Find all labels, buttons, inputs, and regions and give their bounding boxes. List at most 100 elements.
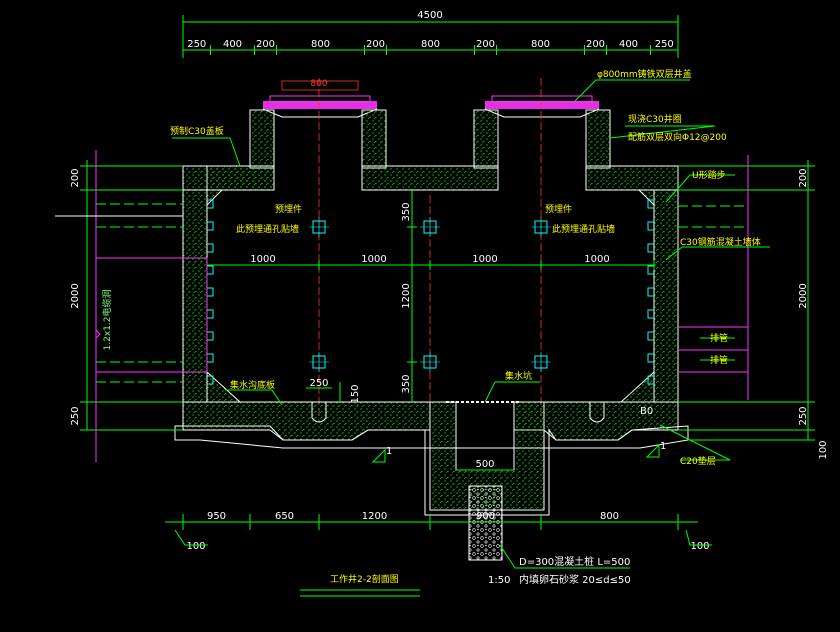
center-dim-top: 350 [401, 202, 412, 221]
top-segment-labels: 250 400 200 800 200 800 200 800 200 400 250 [187, 39, 674, 50]
right-dim-250: 250 [798, 406, 809, 425]
step-rung [647, 265, 654, 275]
tray2-label: 排管 [710, 354, 728, 366]
small-dims [306, 382, 514, 471]
leader-lines [172, 79, 770, 597]
step-rung [207, 309, 214, 319]
inner-span-1: 1000 [250, 254, 275, 265]
step-rung [207, 221, 214, 231]
step-rung [647, 221, 654, 231]
wall-concrete-label: C30钢筋混凝土墙体 [680, 236, 761, 248]
bottom-segment-label: 900 [476, 511, 495, 522]
pile-note1: D=300混凝土桩 L=500 [519, 555, 630, 568]
top-segment-label: 800 [531, 39, 550, 50]
drain-grooves [311, 402, 605, 423]
small-150-label: 150 [350, 384, 361, 403]
bottom-segment-label: 650 [275, 511, 294, 522]
overall-width-label: 4500 [417, 10, 442, 21]
left-cover-beam-label: 预制C30盖板 [170, 125, 224, 137]
left-manhole-cover [262, 78, 378, 420]
right-ring-label: 现浇C30井圈 [628, 113, 682, 125]
left-cable-hole [95, 150, 208, 462]
top-segment-label: 400 [223, 39, 242, 50]
top-segment-label: 200 [586, 39, 605, 50]
scale-label: 1:50 [488, 575, 510, 586]
top-segment-label: 800 [311, 39, 330, 50]
step-rung [207, 265, 214, 275]
bottom-dimension-group [165, 514, 698, 530]
opening-width-label: 800 [310, 79, 327, 89]
right-cable-trays [678, 155, 749, 400]
right-offset-leader [685, 529, 712, 546]
right-ground-lines [678, 205, 748, 228]
top-segment-label: 400 [619, 39, 638, 50]
embed-right-label: 预埋件 [545, 203, 572, 215]
left-ground-lines [96, 203, 183, 383]
base-cushion-label: C20垫层 [680, 455, 716, 467]
drain-left-label: 集水沟底板 [230, 379, 275, 391]
inner-span-3: 1000 [472, 254, 497, 265]
center-dim-mid: 1200 [401, 283, 412, 308]
left-dim-2000: 2000 [70, 283, 81, 308]
pile-note2: 内填卵石砂浆 20≤d≤50 [519, 573, 631, 586]
step-rung [207, 353, 214, 363]
b0-label: B0 [640, 406, 653, 417]
right-dim-2000: 2000 [798, 283, 809, 308]
cover-label: φ800mm铸铁双层井盖 [597, 68, 692, 80]
bottom-segment-label: 1200 [362, 511, 387, 522]
bottom-segment-labels: 950 650 1200 900 800 [207, 511, 619, 522]
right-vertical-dims [678, 160, 815, 441]
cable-hole-label: 1.2x1.2电缆洞 [101, 290, 113, 351]
level-mark-left: 1 [386, 446, 392, 457]
step-rung [647, 287, 654, 297]
u-step-ladder [207, 199, 654, 385]
sump-width-label: 500 [475, 459, 494, 470]
pipe-right-label: 此预埋通孔贴墙 [552, 223, 615, 235]
level-mark-right: 1 [660, 441, 666, 452]
step-rung [207, 331, 214, 341]
level-markers [371, 443, 660, 463]
inner-span-4: 1000 [584, 254, 609, 265]
concrete-structure [174, 109, 689, 516]
bottom-segment-label: 800 [600, 511, 619, 522]
top-dimension-group [182, 15, 679, 58]
top-segment-label: 250 [187, 39, 206, 50]
tray1-label: 排管 [710, 332, 728, 344]
rebar-note-label: 配筋双层双向Φ12@200 [628, 131, 727, 143]
step-rung [207, 375, 214, 385]
embed-left-label: 预埋件 [275, 203, 302, 215]
center-dim-bot: 350 [401, 374, 412, 393]
u-step-label: U形踏步 [692, 169, 726, 181]
top-segment-label: 800 [421, 39, 440, 50]
sump-note-label: 集水坑 [505, 370, 532, 382]
top-segment-label: 250 [655, 39, 674, 50]
bottom-segment-label: 950 [207, 511, 226, 522]
right-dim-200: 200 [798, 168, 809, 187]
gravel-pile [468, 485, 503, 561]
left-dim-250: 250 [70, 406, 81, 425]
top-segment-label: 200 [476, 39, 495, 50]
center-vertical-dims [407, 190, 417, 402]
step-rung [647, 199, 654, 209]
left-offset-label: 100 [186, 541, 205, 552]
drawing-title: 工作井2-2剖面图 [330, 573, 399, 585]
step-rung [647, 243, 654, 253]
step-rung [207, 199, 214, 209]
right-dim-100: 100 [818, 440, 829, 459]
pipe-left-label: 此预埋通孔贴墙 [236, 223, 299, 235]
right-offset-label: 100 [690, 541, 709, 552]
step-rung [647, 375, 654, 385]
left-dim-200: 200 [70, 168, 81, 187]
step-rung [207, 243, 214, 253]
step-rung [647, 309, 654, 319]
step-rung [207, 287, 214, 297]
step-rung [647, 353, 654, 363]
top-segment-label: 200 [366, 39, 385, 50]
inner-span-2: 1000 [361, 254, 386, 265]
step-rung [647, 331, 654, 341]
left-offset-leader [174, 529, 208, 546]
embedded-parts [309, 217, 551, 372]
left-vertical-dims [80, 160, 183, 431]
top-segment-label: 200 [256, 39, 275, 50]
